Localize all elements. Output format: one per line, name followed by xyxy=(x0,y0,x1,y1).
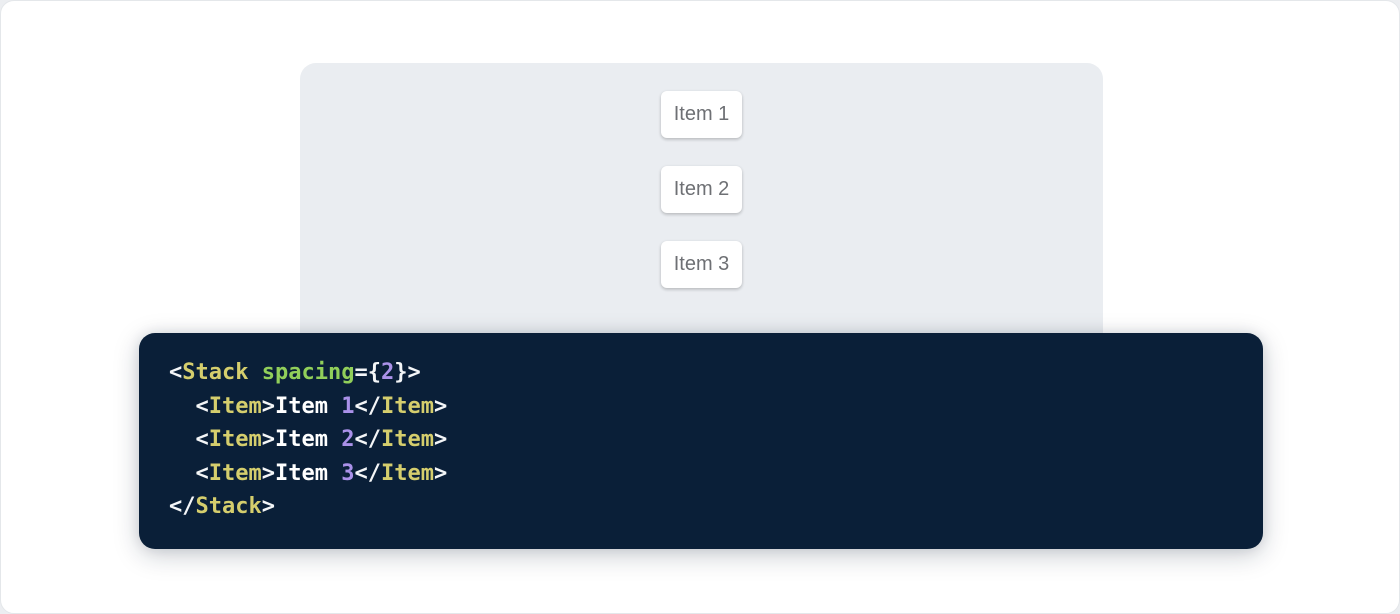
code-token: Item xyxy=(274,427,342,452)
code-token: </ xyxy=(354,427,381,452)
code-token: Item xyxy=(274,460,342,486)
code-token: > xyxy=(261,427,275,452)
code-token: Stack xyxy=(195,494,262,519)
code-token: </ xyxy=(354,393,381,419)
code-line: <Item>Item 2</Item> xyxy=(169,423,1233,457)
stack-container: Item 1 Item 2 Item 3 xyxy=(300,63,1103,288)
code-token: Item xyxy=(274,393,342,419)
stack-demo-panel: Item 1 Item 2 Item 3 xyxy=(300,63,1103,363)
code-token xyxy=(169,427,196,452)
code-token xyxy=(248,360,261,385)
code-token: < xyxy=(169,360,183,385)
code-line: <Item>Item 1</Item> xyxy=(169,390,1233,424)
code-token: </ xyxy=(169,494,196,519)
code-token: Item xyxy=(380,393,434,419)
code-token: > xyxy=(433,393,448,419)
code-token: </ xyxy=(354,460,381,486)
stack-item-card: Item 2 xyxy=(661,166,742,213)
code-token: < xyxy=(195,427,209,452)
code-token xyxy=(169,461,196,486)
code-token: 3 xyxy=(341,460,355,486)
code-token: }> xyxy=(394,360,421,385)
code-line: <Stack spacing={2}> xyxy=(169,356,1233,390)
code-token: 2 xyxy=(341,427,355,452)
code-token: > xyxy=(261,460,275,486)
code-line: <Item>Item 3</Item> xyxy=(169,457,1233,491)
code-token: Stack xyxy=(182,360,249,385)
code-token: < xyxy=(195,393,209,419)
code-token: Item xyxy=(380,460,434,486)
code-line: </Stack> xyxy=(169,490,1233,524)
code-token: 1 xyxy=(341,393,355,419)
code-token: > xyxy=(261,393,275,419)
stack-item-card: Item 1 xyxy=(661,91,742,138)
stack-item-card: Item 3 xyxy=(661,241,742,288)
code-token: > xyxy=(433,427,448,452)
code-token: Item xyxy=(208,393,262,419)
code-token: Item xyxy=(208,460,262,486)
code-token: ={ xyxy=(354,360,381,385)
code-token: < xyxy=(195,460,209,486)
code-token xyxy=(169,394,196,419)
code-token: spacing xyxy=(261,360,355,385)
code-token: Item xyxy=(380,427,434,452)
code-token: > xyxy=(433,460,448,486)
code-block: <Stack spacing={2}> <Item>Item 1</Item> … xyxy=(139,333,1263,549)
code-token: 2 xyxy=(380,360,395,385)
code-token: > xyxy=(261,494,275,519)
code-token: Item xyxy=(208,427,262,452)
